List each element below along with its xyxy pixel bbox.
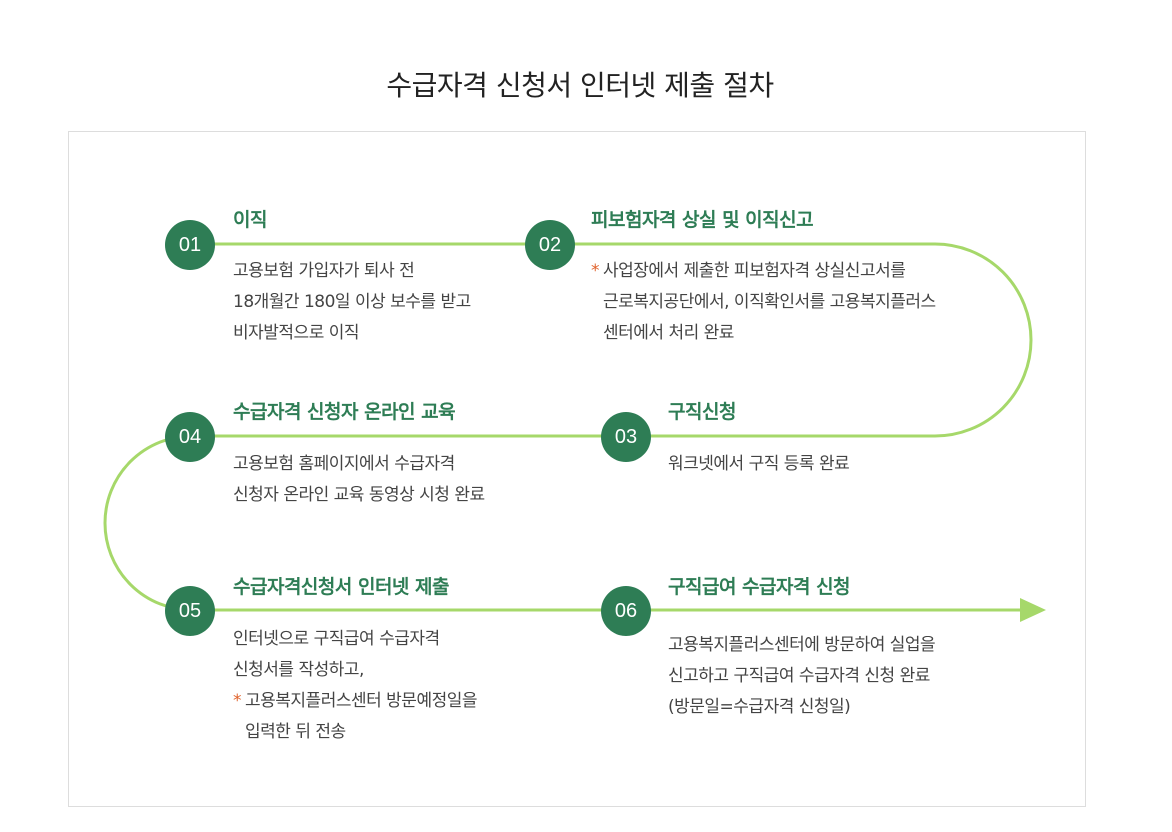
step-desc-03: 워크넷에서 구직 등록 완료 [668,449,850,480]
step-title-04: 수급자격 신청자 온라인 교육 [233,401,456,423]
flow-arrow-icon [1020,598,1046,622]
step-desc-line: 고용복지플러스센터에 방문하여 실업을 [668,635,936,655]
step-title-05: 수급자격신청서 인터넷 제출 [233,576,450,598]
step-desc-line: 신고하고 구직급여 수급자격 신청 완료 [668,666,930,686]
step-title-03: 구직신청 [668,401,736,423]
step-desc-line: 워크넷에서 구직 등록 완료 [668,454,850,474]
step-number-02: 02 [525,220,575,270]
step-desc-line: 사업장에서 제출한 피보험자격 상실신고서를 [603,261,906,281]
step-desc-line: (방문일=수급자격 신청일) [668,697,851,717]
step-title-02: 피보험자격 상실 및 이직신고 [591,209,814,231]
step-desc-05: 인터넷으로 구직급여 수급자격 신청서를 작성하고, *고용복지플러스센터 방문… [233,624,478,748]
step-number-05: 05 [165,586,215,636]
step-number-06: 06 [601,586,651,636]
step-desc-06: 고용복지플러스센터에 방문하여 실업을 신고하고 구직급여 수급자격 신청 완료… [668,630,936,723]
page-title: 수급자격 신청서 인터넷 제출 절차 [386,69,774,102]
step-title-06: 구직급여 수급자격 신청 [668,576,851,598]
step-number-01: 01 [165,220,215,270]
step-desc-line: 고용보험 가입자가 퇴사 전 [233,261,415,281]
step-desc-line: 신청자 온라인 교육 동영상 시청 완료 [233,485,485,505]
step-desc-line: 입력한 뒤 전송 [245,722,346,742]
step-desc-line: 근로복지공단에서, 이직확인서를 고용복지플러스 [603,292,936,312]
step-desc-01: 고용보험 가입자가 퇴사 전 18개월간 180일 이상 보수를 받고 비자발적… [233,256,471,349]
step-desc-line: 고용보험 홈페이지에서 수급자격 [233,454,455,474]
step-title-01: 이직 [233,209,267,231]
note-star: * [233,691,242,711]
step-desc-02: *사업장에서 제출한 피보험자격 상실신고서를 근로복지공단에서, 이직확인서를… [591,256,936,349]
step-desc-line: 비자발적으로 이직 [233,323,360,343]
step-number-03: 03 [601,412,651,462]
step-number-04: 04 [165,412,215,462]
flow-line [103,242,1033,612]
step-desc-line: 고용복지플러스센터 방문예정일을 [245,691,478,711]
step-desc-04: 고용보험 홈페이지에서 수급자격 신청자 온라인 교육 동영상 시청 완료 [233,449,485,511]
step-desc-line: 인터넷으로 구직급여 수급자격 [233,629,440,649]
step-desc-line: 신청서를 작성하고, [233,660,364,680]
note-star: * [591,261,600,281]
step-desc-line: 18개월간 180일 이상 보수를 받고 [233,292,471,312]
step-desc-line: 센터에서 처리 완료 [603,323,734,343]
